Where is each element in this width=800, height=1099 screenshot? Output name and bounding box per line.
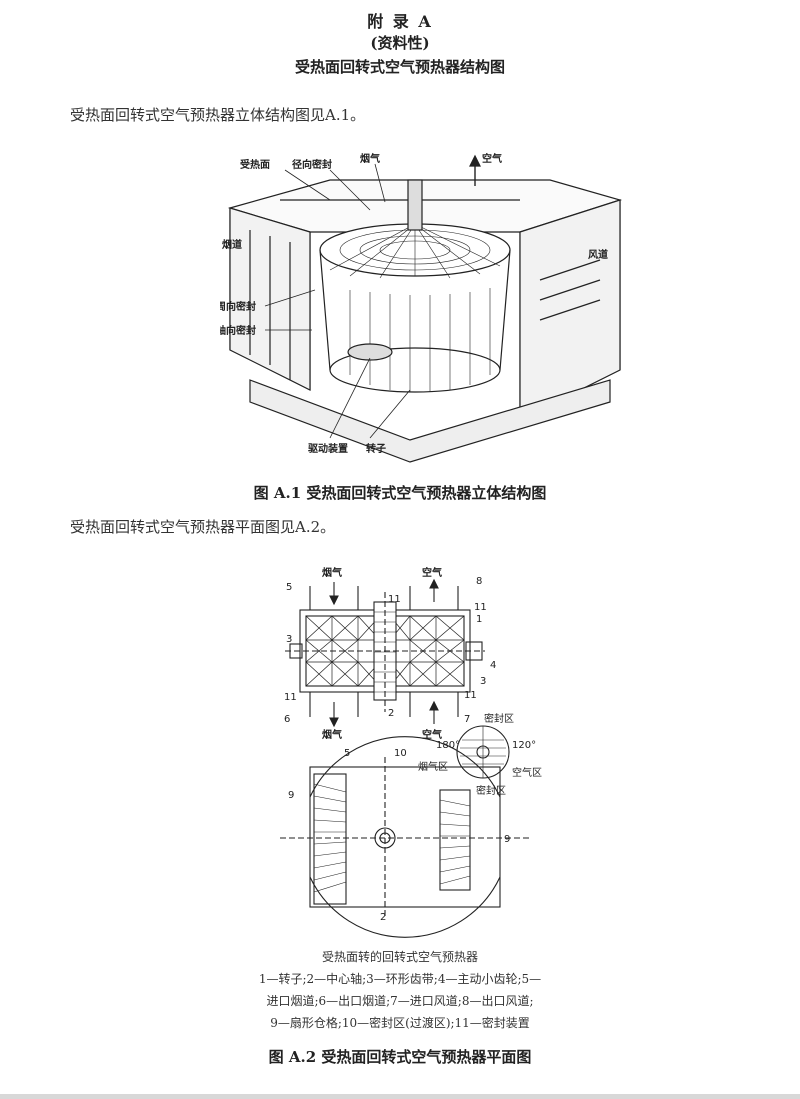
figure-a2-legend-line: 9—扇形仓格;10—密封区(过渡区);11—密封装置 <box>270 1016 530 1030</box>
label-radial-seal: 径向密封 <box>292 158 332 171</box>
bottom-rule <box>0 1094 800 1099</box>
part-number-1: 1 <box>476 614 482 625</box>
part-number-8: 8 <box>476 576 482 587</box>
label-rotor: 转子 <box>366 442 386 455</box>
paragraph-figure-a2-ref: 受热面回转式空气预热器平面图见A.2。 <box>70 518 336 536</box>
label-air-duct: 风道 <box>588 248 608 261</box>
informative-note: (资料性) <box>370 34 430 52</box>
part-number-9: 9 <box>504 834 510 845</box>
label-air-zone: 空气区 <box>512 766 542 779</box>
part-number-5: 5 <box>344 748 350 759</box>
part-number-10: 10 <box>394 748 407 759</box>
part-number-7: 7 <box>464 714 470 725</box>
part-number-11: 11 <box>388 594 401 605</box>
appendix-heading: 附 录 A <box>367 12 433 31</box>
figure-a1-caption: 图 A.1 受热面回转式空气预热器立体结构图 <box>253 484 547 502</box>
label-flue-duct: 烟道 <box>222 238 242 251</box>
part-number-9: 9 <box>288 790 294 801</box>
figure-a2-legend-title: 受热面转的回转式空气预热器 <box>321 950 478 964</box>
part-number-3: 3 <box>480 676 486 687</box>
figure-a2-caption: 图 A.2 受热面回转式空气预热器平面图 <box>268 1048 532 1066</box>
label-heating-surface: 受热面 <box>240 158 270 171</box>
part-number-6: 6 <box>284 714 290 725</box>
figure-a2-legend-line: 进口烟道;6—出口烟道;7—进口风道;8—出口风道; <box>266 994 534 1008</box>
part-number-11: 11 <box>464 690 477 701</box>
label-circumferential-seal: 周向密封 <box>220 300 256 313</box>
appendix-title: 受热面回转式空气预热器结构图 <box>294 58 505 76</box>
label-flue-gas-in: 烟气 <box>322 566 342 579</box>
label-seal-zone: 密封区 <box>484 712 514 725</box>
label-angle-180: 180° <box>436 740 460 751</box>
part-number-2: 2 <box>380 912 386 923</box>
label-flue-zone: 烟气区 <box>418 760 448 773</box>
part-number-4: 4 <box>490 660 496 671</box>
label-flue-gas: 烟气 <box>360 152 380 165</box>
part-number-11: 11 <box>284 692 297 703</box>
label-axial-seal: 轴向密封 <box>220 324 256 337</box>
paragraph-figure-a1-ref: 受热面回转式空气预热器立体结构图见A.1。 <box>70 106 366 124</box>
part-number-3: 3 <box>286 634 292 645</box>
label-flue-gas-out: 烟气 <box>322 728 342 741</box>
label-seal-zone-2: 密封区 <box>476 784 506 797</box>
label-angle-120: 120° <box>512 740 536 751</box>
part-number-5: 5 <box>286 582 292 593</box>
part-number-2: 2 <box>388 708 394 719</box>
label-air-out: 空气 <box>422 566 442 579</box>
figure-a2-legend-line: 1—转子;2—中心轴;3—环形齿带;4—主动小齿轮;5— <box>258 972 542 986</box>
label-air: 空气 <box>482 152 502 165</box>
label-air-in: 空气 <box>422 728 442 741</box>
label-drive-device: 驱动装置 <box>308 442 348 455</box>
part-number-11: 11 <box>474 602 487 613</box>
figure-a1-drawing: 受热面 径向密封 烟气 空气 烟道 风道 周向密封 轴向密封 驱动装置 转子 <box>220 152 623 463</box>
figure-a2-drawing: 烟气 空气 烟气 空气 密封区 烟气区 空气区 密封区 180° 120° 5 … <box>280 566 542 938</box>
